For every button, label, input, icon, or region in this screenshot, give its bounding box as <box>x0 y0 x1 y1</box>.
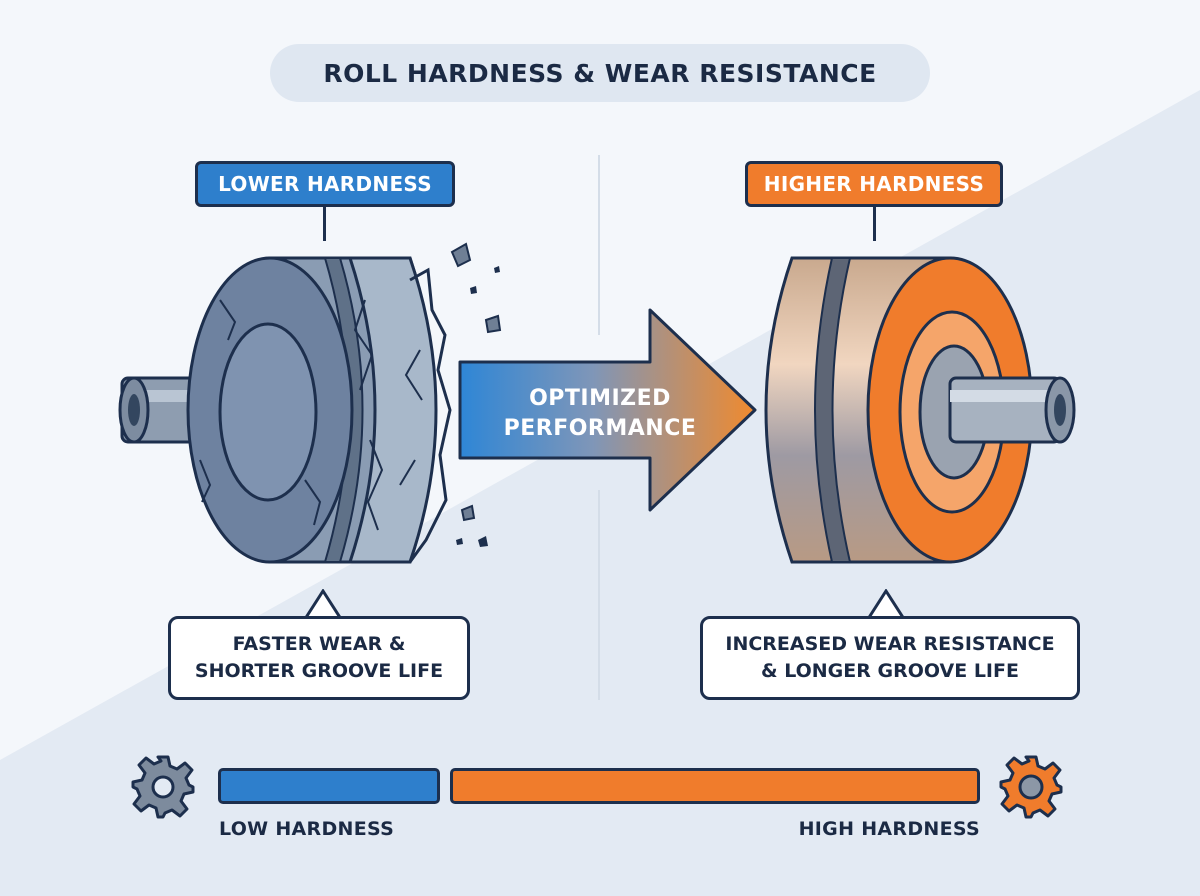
higher-hardness-callout-pointer <box>866 589 906 619</box>
gear-icon <box>999 755 1063 819</box>
center-divider-top <box>598 155 600 335</box>
lower-hardness-callout-pointer <box>303 589 343 619</box>
worn-roll-illustration <box>118 242 502 564</box>
lower-hardness-callout: FASTER WEAR & SHORTER GROOVE LIFE <box>168 616 470 700</box>
page-title: ROLL HARDNESS & WEAR RESISTANCE <box>270 44 930 102</box>
lower-hardness-tag-stem <box>323 207 326 241</box>
hardened-roll-illustration <box>764 256 1076 564</box>
optimized-performance-arrow <box>458 308 757 512</box>
arrow-label: OPTIMIZED PERFORMANCE <box>503 386 697 441</box>
high-hardness-label: HIGH HARDNESS <box>798 818 980 840</box>
gear-icon <box>131 755 195 819</box>
high-hardness-bar <box>450 768 980 804</box>
higher-hardness-tag: HIGHER HARDNESS <box>745 161 1003 207</box>
lower-hardness-tag: LOWER HARDNESS <box>195 161 455 207</box>
higher-hardness-tag-stem <box>873 207 876 241</box>
low-hardness-bar <box>218 768 440 804</box>
center-divider-bottom <box>598 490 600 700</box>
higher-hardness-callout: INCREASED WEAR RESISTANCE & LONGER GROOV… <box>700 616 1080 700</box>
low-hardness-label: LOW HARDNESS <box>219 818 395 840</box>
